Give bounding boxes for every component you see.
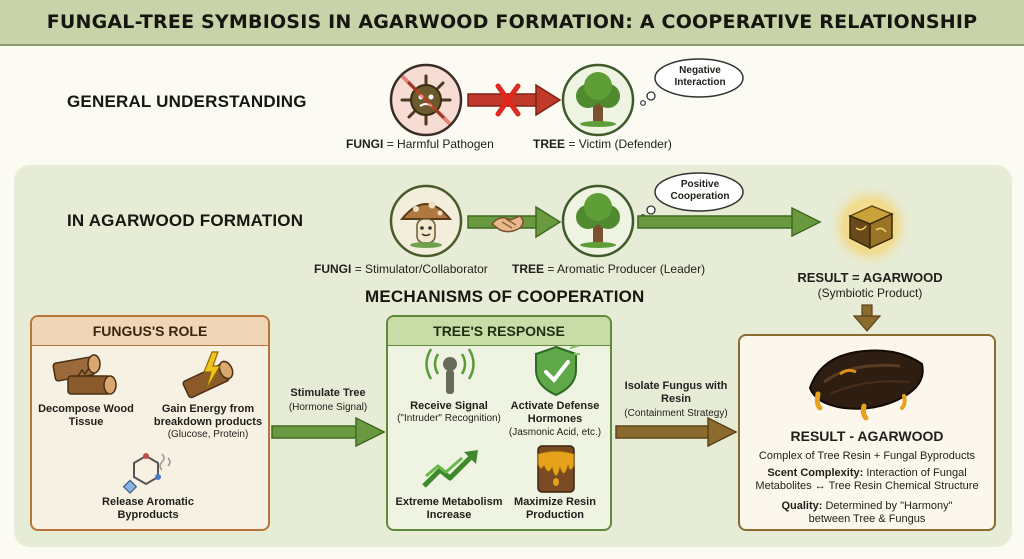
title-bar: FUNGAL-TREE SYMBIOSIS IN AGARWOOD FORMAT… [0, 0, 1024, 46]
result-arrow [637, 207, 822, 237]
general-heading: GENERAL UNDERSTANDING [67, 92, 307, 111]
result-agarwood-sub: (Symbiotic Product) [817, 286, 923, 300]
handshake-icon [490, 215, 524, 233]
tree-response-box: TREE'S RESPONSE [386, 315, 612, 531]
positive-cooperation-label: Positive Cooperation [670, 179, 730, 202]
mechanisms-heading: MECHANISMS OF COOPERATION [365, 287, 645, 306]
tree-item-sub: (Jasmonic Acid, etc.) [508, 427, 602, 438]
agarwood-fungi-caption: FUNGI = Stimulator/Collaborator [314, 262, 488, 276]
result-agarwood-title: RESULT = AGARWOOD [797, 270, 943, 285]
stimulate-arrow [271, 417, 386, 447]
fungus-item-sub: (Glucose, Protein) [167, 429, 249, 440]
result-quality: Quality: Determined by "Harmony" between… [781, 500, 953, 525]
down-arrow [852, 304, 882, 332]
agarwood-cube-icon [827, 183, 913, 269]
page-title: FUNGAL-TREE SYMBIOSIS IN AGARWOOD FORMAT… [46, 11, 978, 33]
isolate-fungus-sub: (Containment Strategy) [624, 408, 728, 419]
shield-icon [535, 345, 580, 397]
thought-bubble-negative [640, 58, 744, 106]
result-line1: Complex of Tree Resin + Fungal Byproduct… [758, 450, 976, 462]
molecule-icon [122, 453, 171, 494]
general-fungi-caption: FUNGI = Harmful Pathogen [346, 137, 494, 151]
cross-icon [495, 83, 521, 117]
stimulate-tree-sub: (Hormone Signal) [288, 402, 368, 413]
isolate-arrow [615, 417, 738, 447]
tree-item-label: Receive Signal [410, 400, 488, 412]
fungus-item-label: Release Aromatic Byproducts [102, 496, 194, 521]
isolate-fungus-label: Isolate Fungus with Resin [624, 380, 728, 405]
mushroom-icon [389, 184, 463, 258]
agarwood-chunk-icon [808, 349, 924, 421]
agarwood-tree-caption: TREE = Aromatic Producer (Leader) [512, 262, 706, 276]
tree-item-label: Activate Defense Hormones [510, 400, 600, 425]
virus-icon [389, 63, 463, 137]
blocked-arrow [467, 83, 562, 117]
result-title: RESULT - AGARWOOD [790, 428, 944, 444]
thought-bubble-positive [640, 172, 744, 220]
resin-drip-icon [537, 445, 575, 493]
fungus-role-title: FUNGUS'S ROLE [32, 317, 268, 346]
growth-arrows-icon [422, 450, 478, 488]
tree-item-label: Maximize Resin Production [514, 496, 596, 521]
tree-icon [561, 184, 635, 258]
tree-item-label: Extreme Metabolism Increase [395, 496, 503, 521]
log-icon [52, 354, 117, 395]
fungus-item-label: Gain Energy from breakdown products [153, 403, 263, 428]
tree-item-sub: ("Intruder" Recognition) [397, 413, 501, 424]
result-scent: Scent Complexity: Interaction of Fungal … [755, 467, 979, 492]
agarwood-heading: IN AGARWOOD FORMATION [67, 211, 304, 230]
fungus-item-label: Decompose Wood Tissue [38, 403, 134, 428]
fungus-role-box: FUNGUS'S ROLE [30, 315, 270, 531]
tree-icon [561, 63, 635, 137]
stimulate-tree-label: Stimulate Tree [290, 387, 366, 399]
cooperation-arrow [467, 205, 562, 239]
tree-response-title: TREE'S RESPONSE [388, 317, 610, 346]
general-tree-caption: TREE = Victim (Defender) [533, 137, 672, 151]
negative-interaction-label: Negative Interaction [674, 65, 726, 88]
signal-icon [425, 348, 475, 394]
energy-log-icon [182, 351, 234, 399]
